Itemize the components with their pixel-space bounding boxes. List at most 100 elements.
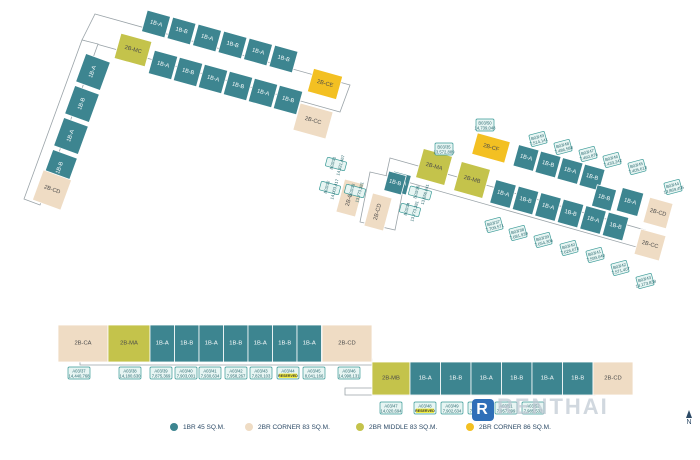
north-indicator: N	[686, 410, 692, 426]
unit-topleft-2b-mc-label: 2B-MC	[124, 45, 142, 55]
tag-bottom-a03-41-box	[198, 366, 222, 380]
tag-right-b03-38: B03/387,681,939	[508, 225, 529, 241]
tag-bottom-a03-49-price: 7,902,634	[443, 408, 462, 413]
tag-bottom-a03-51-price: 7,957,899	[497, 408, 516, 413]
tag-right-b03-34-box	[399, 202, 421, 218]
tag-right-b03-39-price: 7,654,306	[534, 238, 554, 248]
unit-topleft-lower-4-label: 1B-A	[256, 88, 270, 97]
tag-bottom-a03-37-price: 14,440,768	[69, 373, 91, 378]
tag-bottom-a03-37-code: A03/37	[72, 368, 86, 373]
unit-right-mid2-shape	[590, 184, 618, 212]
unit-right-2b-ma-label: 2B-MA	[425, 162, 443, 172]
tag-right-b03-40-code: B03/40	[561, 242, 576, 250]
unit-bottom-row1-1: 1B-B	[174, 324, 200, 363]
unit-right-upper-2: 1B-A	[556, 157, 584, 185]
legend-label-2br-corner: 2BR CORNER 83 SQ.M.	[258, 423, 330, 431]
unit-topleft-left-0-shape	[75, 52, 111, 92]
tag-right-b03-35-code: B03/35	[437, 144, 451, 149]
unit-right-upper-0-label: 1B-A	[519, 153, 533, 162]
tag-bottom-a03-48-reserved-mark	[416, 408, 434, 413]
unit-bottom-row2-1: 1B-B	[440, 361, 472, 396]
tag-bottom-a03-38-price: 14,180,630	[120, 373, 142, 378]
tag-bottom-a03-41-price: 7,930,634	[201, 373, 220, 378]
north-arrow-icon	[686, 410, 692, 418]
unit-right-mid: 1B-A	[615, 187, 645, 217]
unit-bottom-row1-3-shape	[223, 324, 249, 363]
unit-topleft-lower-5-label: 1B-B	[281, 95, 295, 104]
unit-right-2b-mb-shape	[453, 161, 491, 199]
tag-right-b03-45-price: 7,405,613	[628, 165, 648, 175]
unit-right-lower-0-label: 1B-A	[496, 189, 510, 198]
tag-right-b03-46-price: 7,433,242	[603, 158, 623, 168]
unit-topleft-lower-0-label: 1B-A	[156, 60, 170, 69]
tag-right-b03-45-code: B03/45	[629, 161, 644, 169]
tag-right-b03-44-price: 13,869,495	[663, 184, 685, 194]
tag-right-b03-46: B03/467,433,242	[602, 152, 623, 168]
unit-topleft-lower-4-shape	[247, 77, 279, 109]
tag-bottom-a03-39-price: 7,875,369	[152, 373, 171, 378]
unit-topleft-left-0: 1B-A	[75, 52, 111, 92]
unit-bottom-row2-3: 1B-B	[501, 361, 533, 396]
unit-right-2b-mb: 2B-MB	[453, 161, 491, 199]
unit-topleft-left-2-label: 1B-A	[66, 129, 76, 143]
unit-bottom-2b-ma: 2B-MA	[107, 324, 151, 363]
tag-bottom-a03-45-box	[302, 366, 326, 380]
tag-right-b03-37-price: 7,709,571	[485, 223, 505, 233]
tag-bottom-a03-46-box	[337, 366, 361, 380]
tag-right-b03-38-price: 7,681,939	[509, 231, 529, 241]
tag-bottom-a03-43-box	[249, 366, 273, 380]
unit-right-mid2: 1B-B	[590, 184, 618, 212]
unit-right-stub-1-shape	[383, 170, 407, 196]
tag-right-b03-37-code: B03/37	[486, 219, 501, 227]
tag-bottom-a03-40-code: A03/40	[179, 368, 193, 373]
unit-right-lower-2: 1B-A	[534, 192, 562, 222]
tag-right-b03-39: B03/397,654,306	[533, 232, 554, 248]
unit-topleft-left-2: 1B-A	[53, 116, 89, 156]
unit-topleft-2b-cd-label: 2B-CD	[43, 184, 61, 195]
tag-right-b03-34-code: B03/34	[403, 201, 411, 216]
unit-bottom-row2-4-shape	[531, 361, 563, 396]
watermark-text: RENTHAI	[497, 394, 609, 419]
tag-bottom-a03-51: A03/517,957,899	[494, 401, 518, 415]
unit-bottom-2b-cd-shape	[321, 324, 373, 363]
unit-right-stub-1: 1B-B	[383, 170, 407, 196]
unit-bottom-row2-0: 1B-A	[409, 361, 441, 396]
unit-right-lower-4-label: 1B-A	[586, 215, 600, 224]
tag-right-b03-48-box	[553, 139, 573, 155]
unit-bottom-row2-4-label: 1B-A	[541, 376, 554, 382]
unit-topleft-upper-2-label: 1B-A	[200, 33, 214, 42]
tag-right-b03-49: B03/497,514,141	[528, 131, 549, 147]
unit-topleft-left-1-label: 1B-B	[77, 97, 87, 111]
unit-topleft-2b-ce-shape	[306, 67, 344, 101]
unit-topleft-upper-5-shape	[268, 44, 299, 74]
tag-right-b03-47-box	[578, 146, 598, 162]
tag-right-b03-41-code: B03/41	[587, 249, 602, 257]
unit-bottom-2b-cd-2-shape	[592, 361, 634, 396]
legend-label-2br-middle: 2BR MIDDLE 83 SQ.M.	[369, 423, 438, 431]
legend-label-1br: 1BR 45 SQ.M.	[183, 423, 225, 431]
unit-bottom-row1-3: 1B-B	[223, 324, 249, 363]
unit-topleft-2b-mc-shape	[113, 32, 153, 68]
unit-topleft-upper-0-shape	[141, 9, 171, 39]
unit-bottom-2b-cd-2: 2B-CD	[592, 361, 634, 396]
tag-right-b03-38-code: B03/38	[510, 227, 525, 235]
tag-bottom-a03-39-box	[149, 366, 173, 380]
unit-right-2b-cf: 2B-CF	[471, 132, 511, 164]
unit-right-mid2-label: 1B-B	[597, 193, 611, 202]
unit-right-upper-0: 1B-A	[512, 144, 540, 172]
tag-right-b03-33-price: 13,773,381	[354, 181, 364, 203]
tag-right-b03-32-box	[319, 180, 341, 196]
unit-bottom-2b-ca-label: 2B-CA	[74, 341, 91, 347]
unit-right-upper-3-shape	[578, 163, 606, 192]
tag-bottom-a03-48-code: A03/48	[418, 403, 432, 408]
unit-right-upper-2-label: 1B-A	[563, 166, 577, 175]
unit-right-lower-1-label: 1B-B	[519, 196, 533, 205]
